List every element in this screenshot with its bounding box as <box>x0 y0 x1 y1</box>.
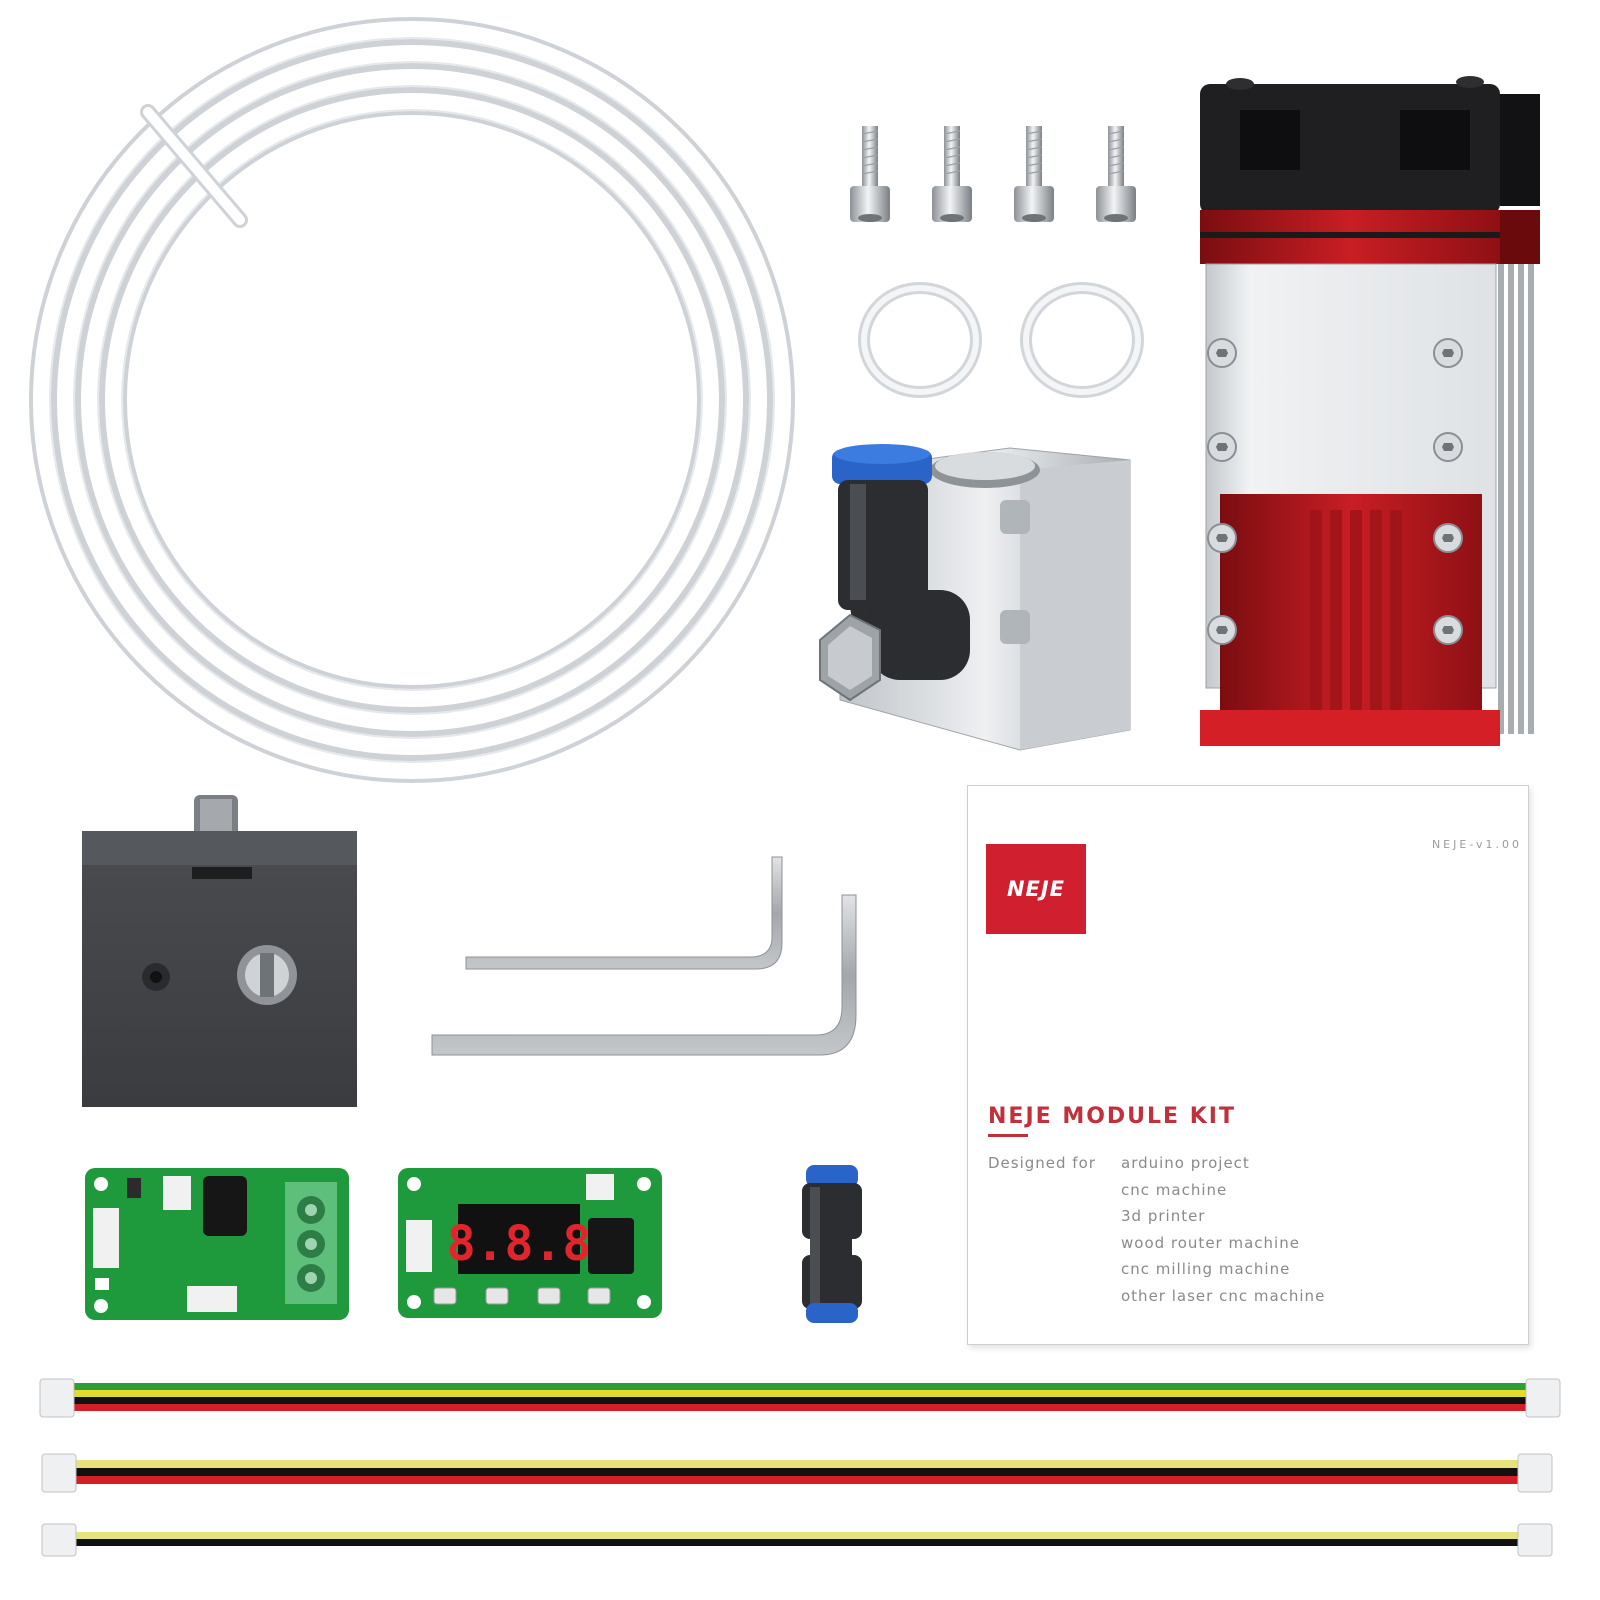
use-case-item: cnc milling machine <box>1121 1260 1291 1278</box>
use-case-item: arduino project <box>1121 1154 1250 1172</box>
air-assist-nozzle <box>819 444 1131 751</box>
seven-segment-readout: 8.8.8 <box>447 1216 592 1272</box>
hex-key-wrenches <box>431 856 857 1056</box>
screw-set <box>850 126 1136 222</box>
terminal-pcb <box>85 1168 349 1320</box>
neje-logo: NEJE <box>986 844 1086 934</box>
laser-module <box>1200 76 1540 746</box>
use-case-item: wood router machine <box>1121 1233 1300 1252</box>
display-pcb: 8.8.8 <box>398 1168 662 1318</box>
use-case-item: other laser cnc machine <box>1121 1286 1326 1305</box>
connection-cable-2wire <box>41 1523 1553 1557</box>
title-underline <box>988 1134 1028 1137</box>
straight-push-fitting <box>802 1165 862 1323</box>
mounting-block <box>82 795 357 1107</box>
manual-version: NEJE-v1.00 <box>1431 838 1522 851</box>
connection-cable-4wire <box>39 1378 1561 1418</box>
manual-title: NEJE MODULE KIT <box>988 1104 1236 1129</box>
use-case-item: 3d printer <box>1121 1207 1206 1225</box>
designed-for-label: Designed for <box>988 1154 1096 1172</box>
use-case-list: arduino project cnc machine 3d printer w… <box>1121 1154 1325 1313</box>
instruction-manual-card: NEJE NEJE-v1.00 NEJE MODULE KIT Designed… <box>967 785 1529 1345</box>
air-tube-coil <box>29 17 795 783</box>
connection-cable-3wire <box>41 1453 1553 1493</box>
spacer-rings <box>858 282 1144 398</box>
use-case-item: cnc machine <box>1121 1180 1228 1199</box>
